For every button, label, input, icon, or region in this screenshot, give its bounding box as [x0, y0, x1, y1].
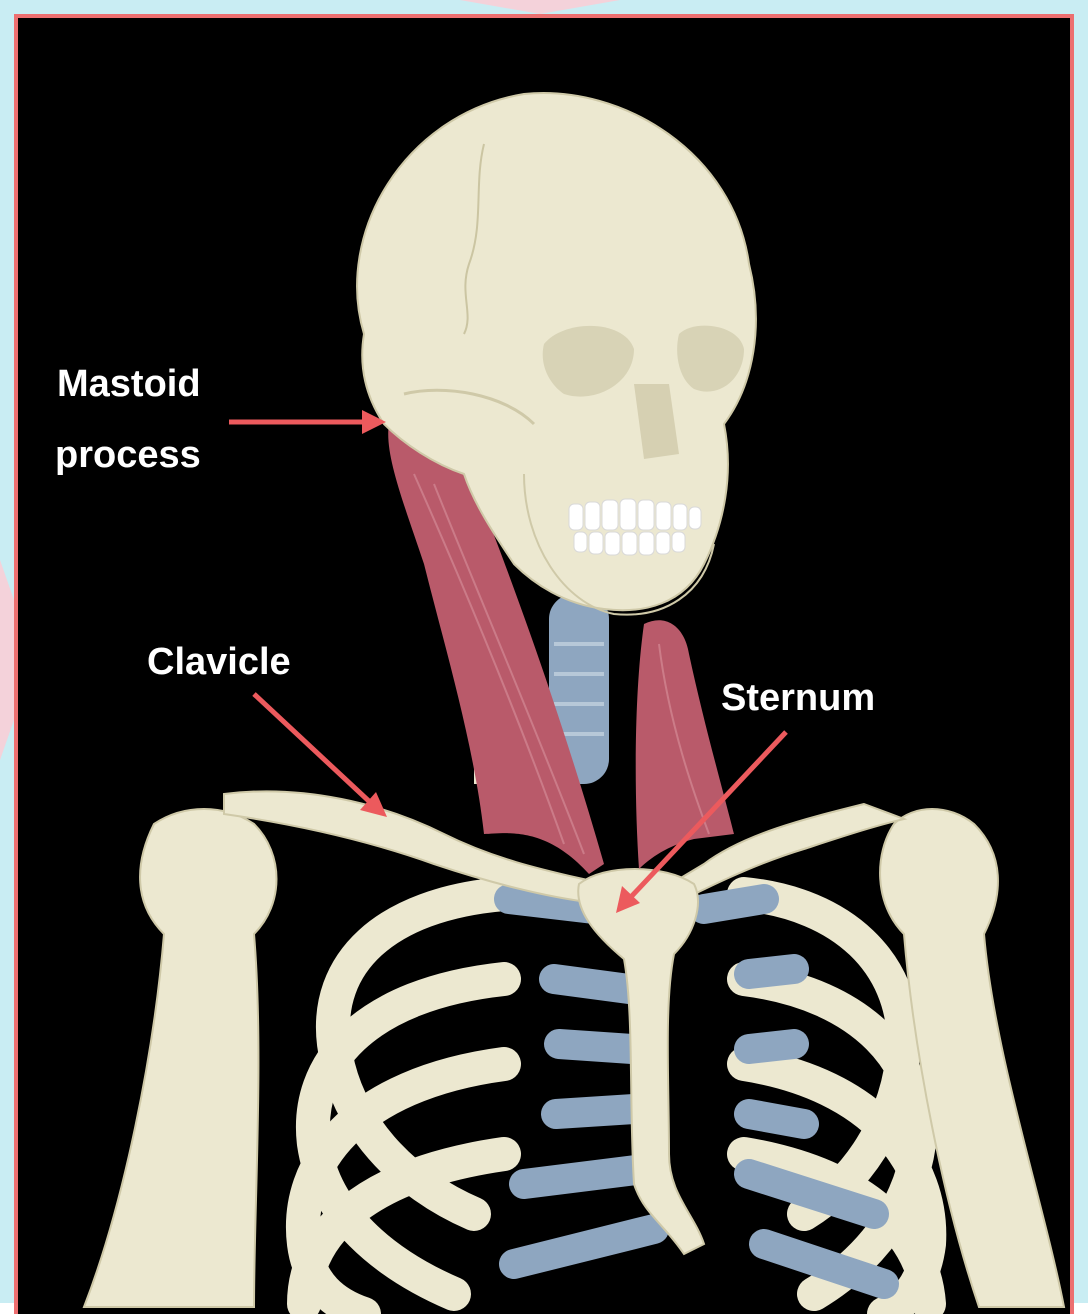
- rib-cage: [303, 894, 929, 1314]
- mastoid-process-label-line2: process: [55, 436, 201, 474]
- mastoid-process-label-line1: Mastoid: [57, 365, 201, 403]
- image-frame: Mastoid process Clavicle Sternum: [14, 14, 1074, 1314]
- mastoid-arrow: [229, 410, 386, 434]
- sternum-label: Sternum: [721, 679, 875, 717]
- clavicle-label: Clavicle: [147, 643, 291, 681]
